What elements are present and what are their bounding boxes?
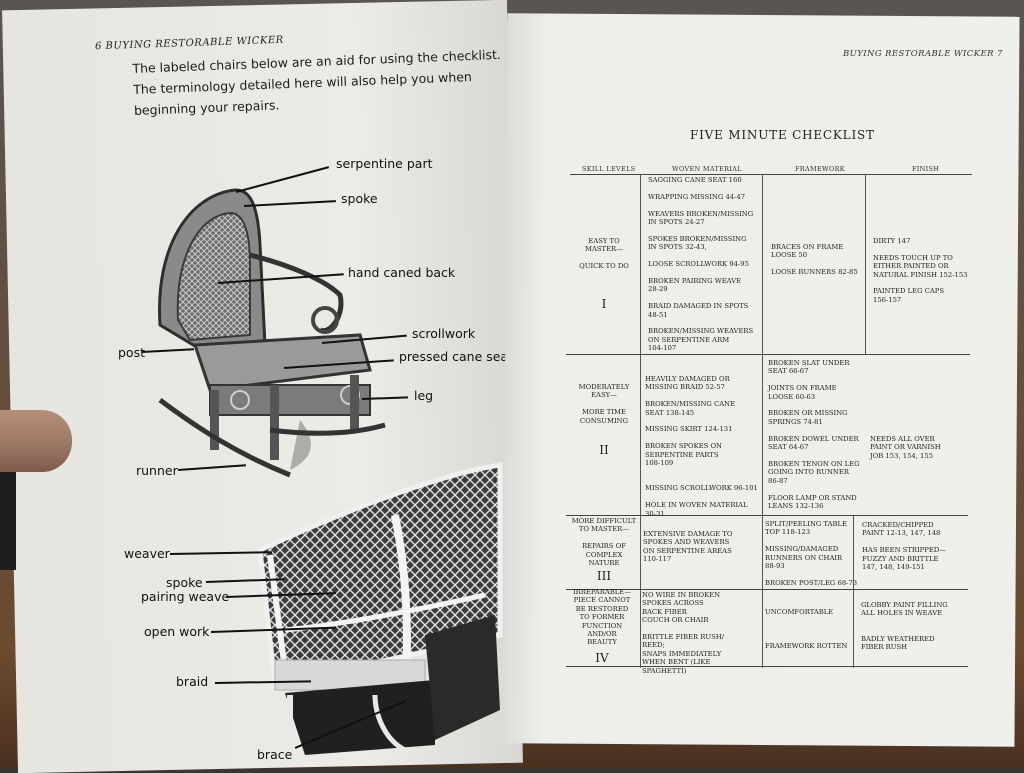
skill-level-3: MORE DIFFICULT TO MASTER— REPAIRS OF COM… [571, 517, 637, 568]
finish-cell-4: GLOBBY PAINT FILLING ALL HOLES IN WEAVE … [861, 601, 948, 652]
woven-cell-4: NO WIRE IN BROKEN SPOKES ACROSS BACK FIB… [642, 591, 724, 675]
woven-cell-3: EXTENSIVE DAMAGE TO SPOKES AND WEAVERS O… [643, 530, 733, 564]
label-braid: braid [176, 674, 209, 689]
rule-header [570, 174, 972, 175]
framework-cell-3: SPLIT/PEELING TABLE TOP 118-123 MISSING/… [765, 520, 858, 587]
label-runner: runner [136, 463, 178, 478]
label-spoke-top: spoke [341, 191, 378, 206]
woven-cell-2: HEAVILY DAMAGED OR MISSING BRAID 52-57 B… [645, 375, 758, 518]
rocking-chair-illustration [158, 188, 386, 478]
col-header-woven-material: WOVEN MATERIAL [672, 165, 742, 173]
framework-cell-1: BRACES ON FRAME LOOSE 50 LOOSE RUNNERS 8… [771, 243, 858, 277]
label-serpentine-part: serpentine part [336, 156, 433, 171]
roman-3: III [596, 569, 612, 583]
roman-2: II [599, 443, 609, 457]
rule-row-2 [566, 515, 968, 516]
thumb [0, 410, 72, 472]
label-hand-caned-back: hand caned back [348, 265, 456, 280]
roman-1: I [601, 297, 607, 311]
woven-cell-1: SAGGING CANE SEAT 160 WRAPPING MISSING 4… [648, 176, 754, 353]
rule-bottom [566, 666, 968, 667]
finish-cell-1: DIRTY 147 NEEDS TOUCH UP TO EITHER PAINT… [873, 237, 968, 304]
label-pressed-cane-seat: pressed cane seat [399, 349, 513, 364]
finish-cell-2: NEEDS ALL OVER PAINT OR VARNISH JOB 153,… [870, 435, 941, 460]
rule-row-3 [566, 589, 968, 590]
finish-cell-3: CRACKED/CHIPPED PAINT 12-13, 147, 148 HA… [862, 521, 947, 572]
skill-level-4: IRREPARABLE— PIECE CANNOT BE RESTORED TO… [572, 588, 632, 647]
rule-col-3 [865, 174, 866, 354]
framework-cell-4: UNCOMFORTABLE FRAMEWORK ROTTEN [765, 608, 848, 650]
label-scrollwork: scrollwork [412, 326, 476, 341]
label-post: post [118, 345, 145, 360]
roman-4: IV [595, 651, 609, 665]
label-spoke-bottom: spoke [166, 575, 203, 590]
label-pairing-weave: pairing weave [141, 589, 230, 604]
label-open-work: open work [144, 624, 210, 639]
right-page-header: BUYING RESTORABLE WICKER 7 [843, 49, 1003, 59]
checklist-title: FIVE MINUTE CHECKLIST [690, 128, 875, 142]
label-leg: leg [414, 388, 434, 403]
rule-col-1 [640, 174, 641, 668]
skill-level-1: EASY TO MASTER— QUICK TO DO [579, 237, 629, 271]
col-header-framework: FRAMEWORK [795, 165, 845, 173]
col-header-skill-levels: SKILL LEVELS [582, 165, 636, 173]
sleeve [0, 440, 16, 570]
rule-row-1 [566, 354, 970, 355]
framework-cell-2: BROKEN SLAT UNDER SEAT 66-67 JOINTS ON F… [768, 359, 860, 510]
rule-col-3b [853, 515, 854, 668]
col-header-finish: FINISH [912, 165, 940, 173]
skill-level-2: MODERATELY EASY— MORE TIME CONSUMING [578, 383, 630, 425]
label-brace: brace [257, 747, 293, 762]
rule-col-2 [762, 174, 763, 668]
label-weaver: weaver [124, 546, 170, 561]
